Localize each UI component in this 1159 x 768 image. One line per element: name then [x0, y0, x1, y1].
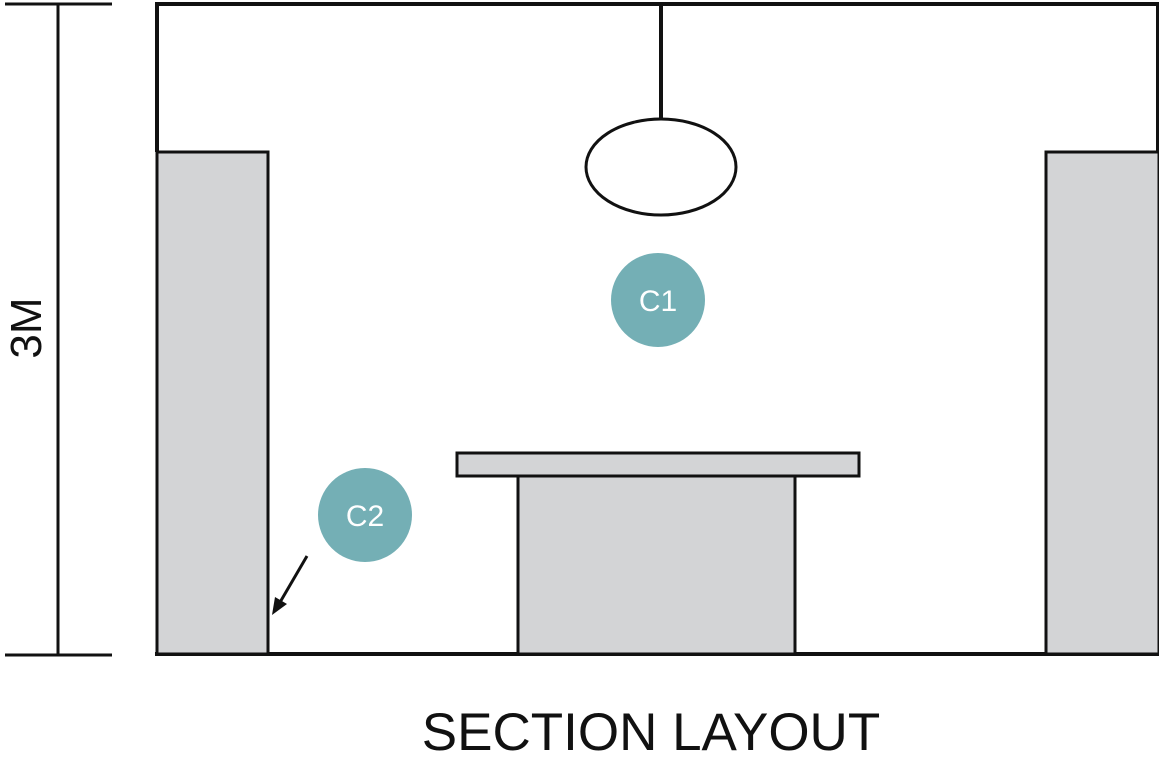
table-top — [455, 451, 861, 478]
callout-c2-circle — [318, 468, 412, 562]
dimension-line — [5, 2, 112, 657]
callout-c1-label: C1 — [639, 285, 677, 318]
dimension-label: 3M — [2, 297, 51, 358]
left-wall-cabinet — [155, 150, 270, 656]
callout-c2-arrow — [272, 555, 309, 615]
callout-c2-label: C2 — [346, 500, 384, 533]
room-outline — [155, 2, 1159, 152]
callout-c2: C2 — [318, 468, 412, 562]
pendant-lamp — [584, 117, 738, 217]
table-base — [516, 474, 797, 656]
arrow-shaft — [277, 555, 309, 605]
diagram-title: SECTION LAYOUT — [422, 703, 880, 762]
arrow-head — [272, 597, 287, 615]
callout-c1-circle — [611, 253, 705, 347]
right-wall-cabinet — [1044, 150, 1159, 656]
callout-c1: C1 — [611, 253, 705, 347]
